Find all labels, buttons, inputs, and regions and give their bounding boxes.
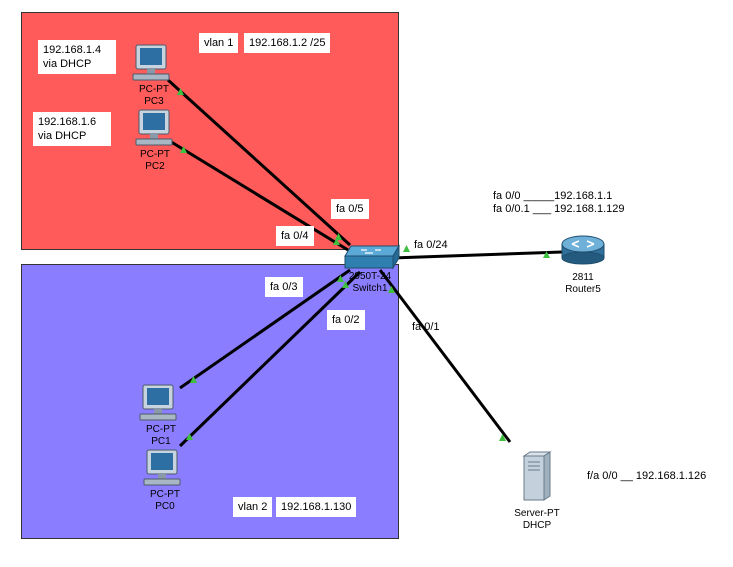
link-light-switch-fa05 <box>335 233 342 240</box>
pc1-label: PC-PT PC1 <box>146 424 176 448</box>
pc2-label: PC-PT PC2 <box>140 149 170 173</box>
switch-label: 2950T-24 Switch1 <box>349 271 391 295</box>
pc3-icon[interactable] <box>131 44 171 82</box>
port-label-fa03: fa 0/3 <box>265 277 303 297</box>
port-label-fa024: fa 0/24 <box>414 239 448 251</box>
pc1-name: PC1 <box>151 436 171 447</box>
switch-name: Switch1 <box>352 283 388 294</box>
pc1-model: PC-PT <box>146 424 176 435</box>
link-light-pc3 <box>177 88 184 95</box>
pc3-name: PC3 <box>144 96 164 107</box>
link-light-switch-fa024 <box>403 245 410 252</box>
port-label-fa02: fa 0/2 <box>327 310 365 330</box>
pc2-ip-line1: 192.168.1.6 <box>38 116 97 128</box>
server-port-note: f/a 0/0 __ 192.168.1.126 <box>582 466 712 486</box>
router-port-line2: fa 0/0.1 ___ 192.168.1.129 <box>493 203 625 215</box>
pc2-model: PC-PT <box>140 149 170 160</box>
vlan2-zone <box>21 264 399 539</box>
cable-pc3-switch <box>166 78 352 247</box>
server-model: Server-PT <box>514 508 560 519</box>
switch-model: 2950T-24 <box>348 271 392 282</box>
link-light-pc0 <box>186 433 193 440</box>
port-label-fa05: fa 0/5 <box>331 199 369 219</box>
vlan2-label: vlan 2 <box>233 497 273 517</box>
link-light-switch-fa03 <box>337 275 344 282</box>
pc0-label: PC-PT PC0 <box>150 489 180 513</box>
port-label-fa01: fa 0/1 <box>412 321 440 333</box>
router-model: 2811 <box>572 272 594 283</box>
server-label: Server-PT DHCP <box>514 508 560 532</box>
router-name: Router5 <box>565 284 601 295</box>
link-light-pc2 <box>180 146 187 153</box>
link-light-router <box>543 251 550 258</box>
pc2-name: PC2 <box>145 161 165 172</box>
router-icon[interactable] <box>560 234 606 266</box>
pc3-ip-note: 192.168.1.4 via DHCP <box>38 40 116 74</box>
pc1-icon[interactable] <box>138 384 178 422</box>
pc3-label: PC-PT PC3 <box>139 84 169 108</box>
link-light-server <box>499 434 506 441</box>
router-port-line1: fa 0/0 _____192.168.1.1 <box>493 190 613 202</box>
router-ports-note: fa 0/0 _____192.168.1.1 fa 0/0.1 ___ 192… <box>493 190 625 216</box>
cable-pc0-switch <box>178 270 362 448</box>
link-light-switch-fa01 <box>388 286 395 293</box>
vlan1-ip: 192.168.1.2 /25 <box>244 33 331 53</box>
cable-pc2-switch <box>167 138 349 252</box>
link-light-pc1 <box>190 376 197 383</box>
pc0-model: PC-PT <box>150 489 180 500</box>
port-label-fa04: fa 0/4 <box>276 226 314 246</box>
server-icon[interactable] <box>520 450 552 502</box>
cable-pc1-switch <box>179 268 351 390</box>
server-name: DHCP <box>522 520 552 531</box>
link-light-switch-fa02 <box>342 281 349 288</box>
pc3-ip-line1: 192.168.1.4 <box>43 44 102 56</box>
pc2-ip-note: 192.168.1.6 via DHCP <box>33 112 111 146</box>
vlan1-label: vlan 1 <box>199 33 239 53</box>
pc0-icon[interactable] <box>142 449 182 487</box>
pc2-ip-line2: via DHCP <box>38 130 87 142</box>
cable-switch-router <box>391 250 563 260</box>
vlan2-ip: 192.168.1.130 <box>276 497 357 517</box>
cable-switch-server <box>378 269 512 443</box>
pc2-icon[interactable] <box>134 109 174 147</box>
link-light-switch-fa04 <box>333 238 340 245</box>
pc3-ip-line2: via DHCP <box>43 58 92 70</box>
switch-icon[interactable] <box>343 244 401 270</box>
pc3-model: PC-PT <box>139 84 169 95</box>
router-label: 2811 Router5 <box>565 272 601 296</box>
pc0-name: PC0 <box>155 501 175 512</box>
